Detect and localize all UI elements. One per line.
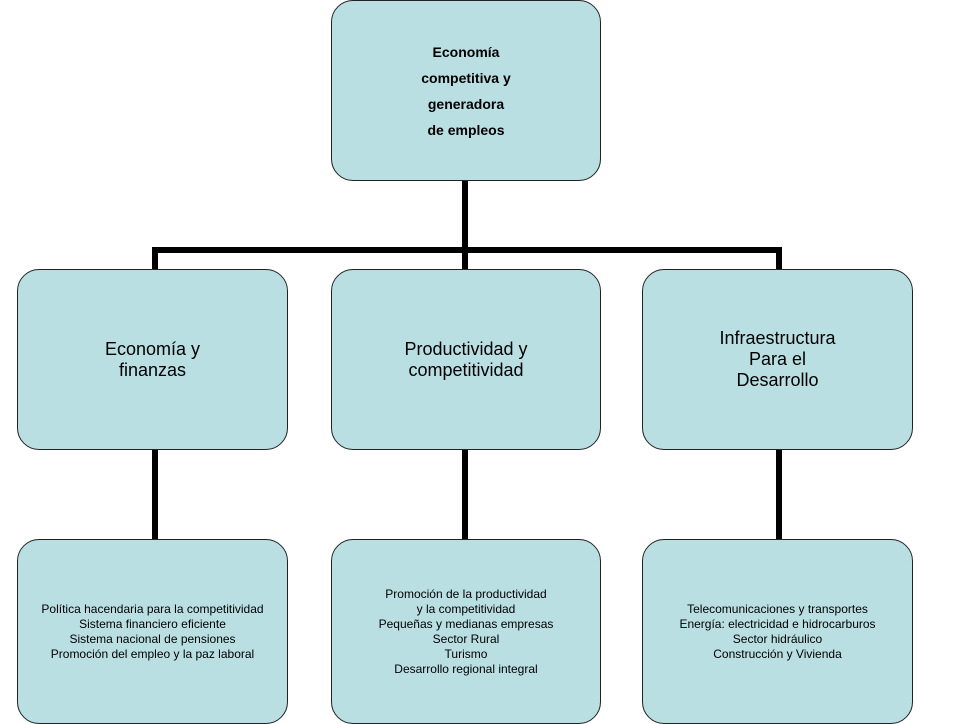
branch-connector-1 [152, 247, 158, 271]
leaf-item: Telecomunicaciones y transportes [687, 601, 868, 616]
node-title-line: Desarrollo [736, 370, 819, 390]
leaf-item: Pequeñas y medianas empresas [378, 616, 554, 631]
leaf-item: Energía: electricidad e hidrocarburos [679, 616, 876, 631]
leaf-item: Sector Rural [432, 631, 500, 646]
leaf-item: Construcción y Vivienda [713, 646, 842, 661]
leaf-item: y la competitividad [416, 601, 516, 616]
leaf-connector-2 [462, 449, 468, 541]
leaf-productividad: Promoción de la productividad y la compe… [331, 539, 601, 724]
leaf-connector-1 [152, 449, 158, 541]
leaf-infraestructura: Telecomunicaciones y transportes Energía… [642, 539, 913, 724]
root-line: de empleos [427, 121, 505, 138]
leaf-item: Sector hidráulico [732, 631, 823, 646]
root-line: Economía [432, 43, 500, 60]
node-title-line: finanzas [118, 359, 187, 380]
root-node: Economía competitiva y generadora de emp… [331, 0, 601, 181]
branch-connector-2 [462, 247, 468, 271]
leaf-item: Política hacendaria para la competitivid… [41, 601, 264, 616]
leaf-item: Promoción de la productividad [385, 586, 547, 601]
root-line: generadora [427, 95, 505, 112]
branch-connector-3 [776, 247, 782, 271]
node-title-line: competitividad [408, 359, 524, 380]
leaf-economia-finanzas: Política hacendaria para la competitivid… [17, 539, 288, 724]
root-line: competitiva y [421, 69, 511, 86]
node-economia-finanzas: Economía y finanzas [17, 269, 288, 450]
node-title-line: Productividad y [404, 338, 528, 359]
leaf-item: Desarrollo regional integral [394, 661, 538, 676]
leaf-item: Sistema financiero eficiente [79, 616, 226, 631]
node-title-line: Infraestructura [719, 328, 836, 348]
root-connector [462, 180, 468, 250]
leaf-item: Sistema nacional de pensiones [69, 631, 236, 646]
node-productividad: Productividad y competitividad [331, 269, 601, 450]
leaf-item: Turismo [444, 646, 488, 661]
leaf-connector-3 [776, 449, 782, 541]
node-infraestructura: Infraestructura Para el Desarrollo [642, 269, 913, 450]
node-title-line: Economía y [104, 338, 201, 359]
leaf-item: Promoción del empleo y la paz laboral [50, 646, 255, 661]
node-title-line: Para el [748, 349, 807, 369]
